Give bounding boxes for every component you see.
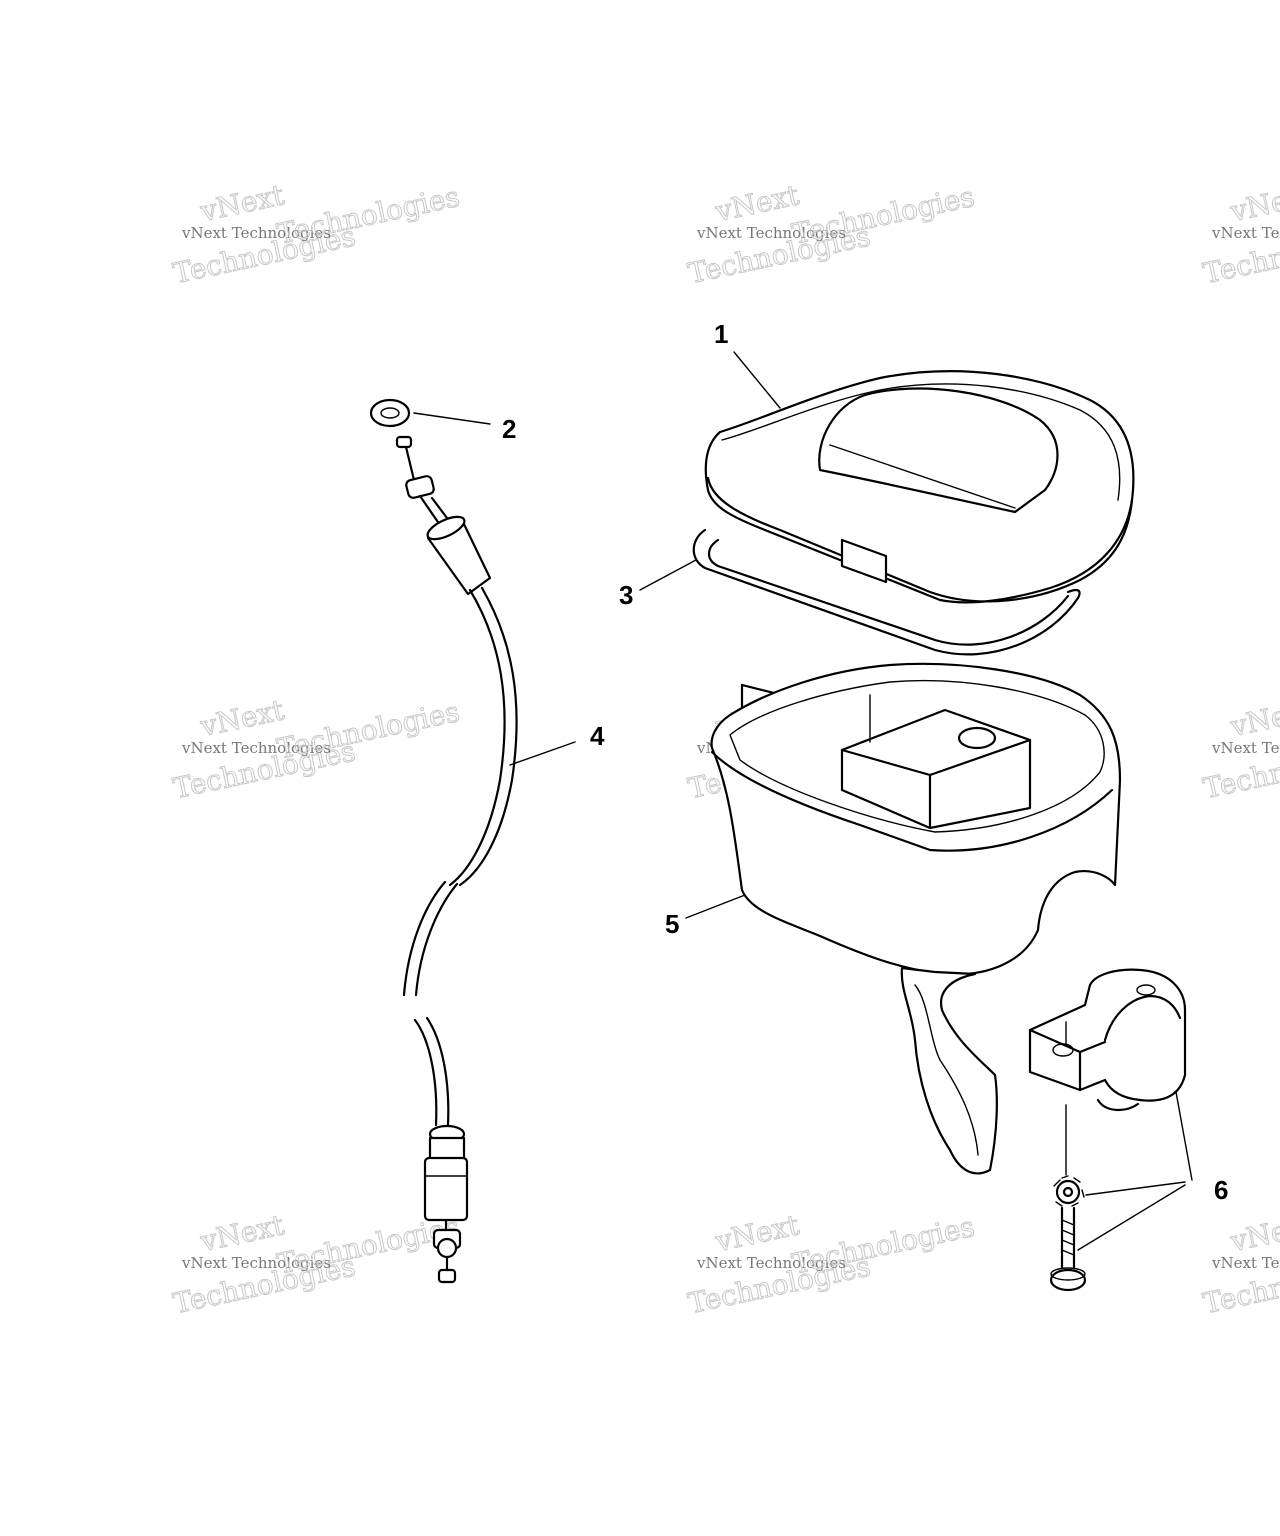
svg-text:vNext Technologies: vNext Technologies xyxy=(1211,224,1280,242)
svg-text:vNext Technologies: vNext Technologies xyxy=(696,224,846,242)
callout-5: 5 xyxy=(665,909,679,939)
svg-text:vNext Technologies: vNext Technologies xyxy=(181,1254,331,1272)
callout-4: 4 xyxy=(590,721,605,751)
watermark: vNext Technologies vNext Technologies Te… xyxy=(170,1208,463,1321)
callout-6: 6 xyxy=(1214,1175,1228,1205)
callout-1: 1 xyxy=(714,319,728,349)
part-washer xyxy=(369,398,411,428)
svg-text:vNext: vNext xyxy=(1227,1208,1280,1258)
svg-text:vNext Technologies: vNext Technologies xyxy=(696,1254,846,1272)
part-screw xyxy=(1049,1206,1087,1292)
callout-3: 3 xyxy=(619,580,633,610)
callouts: 1 2 3 4 5 6 xyxy=(502,319,1228,1205)
watermark: vNext Technologies vNext Technologies xyxy=(1200,1208,1280,1321)
part-lock-washer xyxy=(1053,1104,1085,1207)
svg-text:Technologies: Technologies xyxy=(789,1210,977,1281)
svg-text:vNext Technologies: vNext Technologies xyxy=(181,739,331,757)
svg-text:vNext: vNext xyxy=(1227,693,1280,743)
svg-text:vNext Technologies: vNext Technologies xyxy=(1211,1254,1280,1272)
svg-text:vNext Technologies: vNext Technologies xyxy=(181,224,331,242)
svg-text:vNext Technologies: vNext Technologies xyxy=(1211,739,1280,757)
leader-lines xyxy=(413,351,1193,1251)
watermark: vNext Technologies vNext Technologies Te… xyxy=(685,178,978,291)
svg-text:vNext: vNext xyxy=(1227,178,1280,228)
part-housing xyxy=(710,662,1122,1175)
svg-text:Technologies: Technologies xyxy=(274,180,462,251)
watermark: vNext Technologies vNext Technologies Te… xyxy=(685,1208,978,1321)
part-throttle-cable xyxy=(395,435,518,1284)
part-gasket xyxy=(692,528,1081,656)
watermark: vNext Technologies vNext Technologies xyxy=(1200,178,1280,291)
watermark: vNext Technologies vNext Technologies Te… xyxy=(170,178,463,291)
part-clamp xyxy=(1028,968,1187,1111)
svg-text:Technologies: Technologies xyxy=(789,180,977,251)
watermark: vNext Technologies vNext Technologies xyxy=(1200,693,1280,806)
svg-text:Technologies: Technologies xyxy=(274,695,462,766)
watermark: vNext Technologies vNext Technologies Te… xyxy=(170,693,463,806)
part-cover xyxy=(704,370,1135,726)
callout-2: 2 xyxy=(502,414,516,444)
